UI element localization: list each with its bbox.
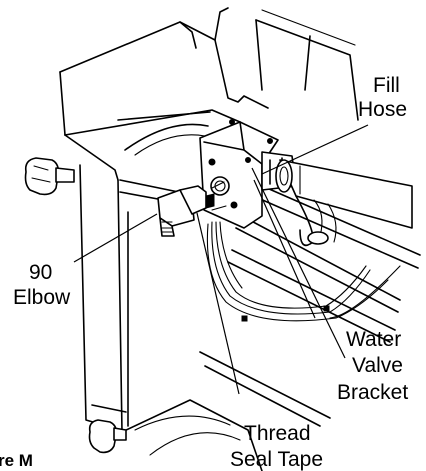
label-tape-line1: Thread	[244, 422, 311, 445]
elbow-fitting	[157, 181, 227, 237]
lower-knob	[88, 419, 127, 454]
label-bracket-line2: Valve	[352, 354, 403, 377]
label-tape-line2: Seal Tape	[230, 448, 323, 471]
label-bracket-line3: Bracket	[337, 381, 408, 404]
upper-cabinet-panel	[59, 7, 359, 136]
label-fill-hose: Fill Hose	[358, 74, 407, 121]
label-thread-seal-tape: Thread Seal Tape	[230, 422, 323, 471]
figure-caption: re M	[0, 451, 33, 470]
wire-harness	[206, 221, 401, 322]
callout-lines	[73, 124, 369, 395]
label-fill-hose-line1: Fill	[373, 74, 400, 97]
label-bracket-line1: Water	[346, 328, 401, 351]
top-frame	[64, 109, 241, 181]
upper-knob	[24, 157, 75, 196]
label-elbow-line1: 90	[29, 261, 52, 284]
label-water-valve-bracket: Water Valve Bracket	[337, 328, 408, 404]
label-elbow-line2: Elbow	[13, 286, 71, 309]
fill-hose	[275, 159, 413, 247]
label-90-elbow: 90 Elbow	[13, 261, 71, 309]
label-fill-hose-line2: Hose	[358, 98, 407, 121]
